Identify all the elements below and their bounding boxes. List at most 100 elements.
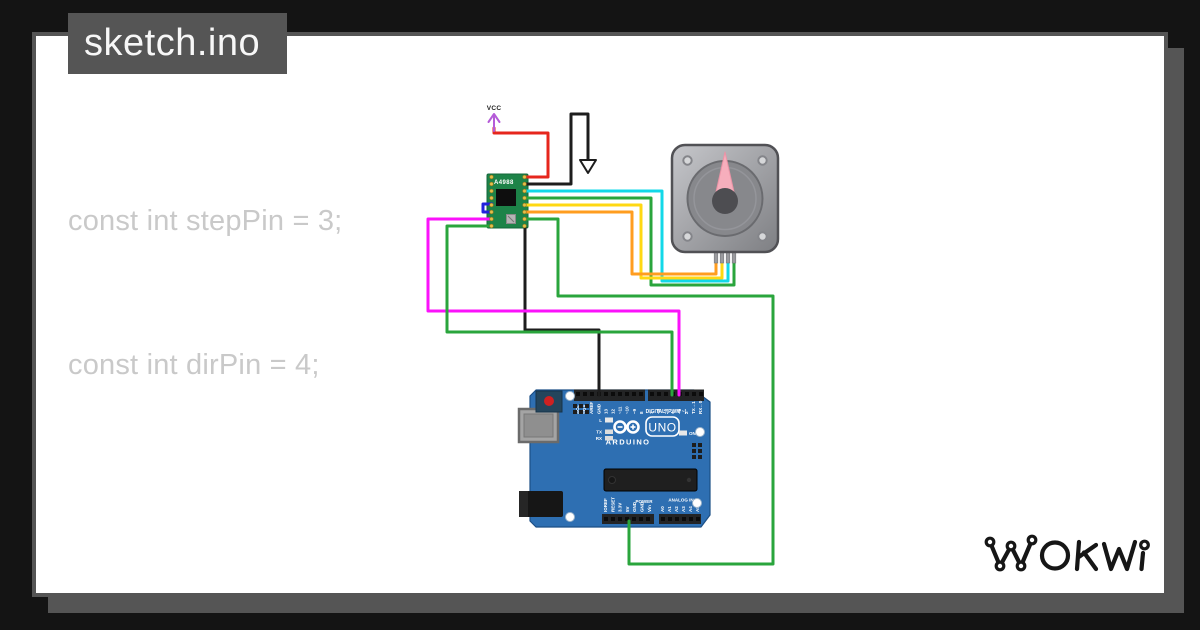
power-section-label: POWER	[635, 499, 653, 504]
svg-text:4: 4	[670, 411, 675, 414]
gnd-symbol-icon[interactable]	[579, 159, 597, 174]
svg-text:RESET: RESET	[610, 497, 615, 512]
svg-text:2: 2	[684, 411, 689, 414]
usb-connector-inner	[523, 413, 554, 438]
led-on	[679, 430, 687, 436]
pot-slot	[507, 215, 515, 223]
logo-o	[1039, 540, 1071, 571]
wire-vcc-red[interactable]	[492, 126, 550, 179]
arduino-brand-label: ARDUINO	[606, 438, 651, 447]
svg-text:A4: A4	[688, 506, 693, 512]
power-jack	[519, 491, 563, 517]
svg-text:TX→1: TX→1	[691, 401, 696, 414]
svg-text:A3: A3	[681, 506, 686, 512]
svg-text:~9: ~9	[632, 408, 637, 414]
svg-text:~5: ~5	[663, 408, 668, 414]
motor-screw-holes	[682, 155, 768, 242]
svg-text:~10: ~10	[625, 406, 630, 414]
wokwi-logo: WOKWI	[984, 534, 1150, 572]
svg-text:IOREF: IOREF	[603, 498, 608, 512]
atmega-chip	[603, 468, 698, 492]
wire-jumper-blue[interactable]	[481, 202, 494, 214]
svg-text:~6: ~6	[656, 408, 661, 414]
uno-badge	[645, 416, 680, 437]
led-tx-label: TX	[596, 430, 602, 435]
svg-text:GND: GND	[596, 403, 601, 414]
wire-gnd2-black[interactable]	[523, 225, 601, 397]
svg-text:~11: ~11	[618, 406, 623, 414]
wire-5v-green[interactable]	[523, 217, 775, 566]
sketch-file-name: sketch.ino	[84, 22, 261, 64]
wire-coil-orange[interactable]	[523, 210, 718, 276]
led-on-label: ON	[689, 431, 696, 436]
driver-label: A4988	[494, 180, 514, 186]
svg-text:13: 13	[603, 408, 608, 414]
code-line: const int dirPin = 4;	[68, 349, 320, 381]
a4988-driver-board[interactable]: A4988	[486, 173, 529, 229]
mounting-holes	[565, 391, 705, 522]
wire-step-magenta[interactable]	[426, 217, 681, 397]
led-l-label: L	[599, 418, 602, 423]
svg-text:SDA: SDA	[582, 404, 587, 414]
svg-text:12: 12	[611, 408, 616, 414]
svg-text:RX←0: RX←0	[698, 400, 703, 414]
svg-text:GND: GND	[632, 501, 637, 512]
svg-text:A1: A1	[667, 506, 672, 512]
vcc-arrow-icon	[487, 113, 501, 132]
arduino-uno-board[interactable]: SCL SDA AREF GND 13 12 ~11 ~10 ~9 8 7 ~6…	[517, 389, 711, 528]
svg-text:~3: ~3	[677, 408, 682, 414]
svg-text:A0: A0	[660, 506, 665, 512]
vcc-label: VCC	[487, 105, 502, 112]
reset-button[interactable]	[535, 390, 563, 413]
code-preview: const int stepPin = 3; const int dirPin …	[68, 101, 460, 593]
svg-text:A2: A2	[674, 506, 679, 512]
logo-w2	[1101, 539, 1138, 572]
bottom-pin-holes	[604, 517, 700, 521]
digital-header-right[interactable]	[648, 389, 704, 402]
icsp-header-top	[573, 404, 589, 414]
svg-text:7: 7	[649, 411, 654, 414]
logo-i	[1139, 550, 1146, 572]
stepper-motor[interactable]	[670, 143, 780, 264]
vcc-symbol[interactable]: VCC	[487, 105, 502, 132]
svg-text:3.3V: 3.3V	[618, 503, 623, 512]
svg-text:SCL: SCL	[575, 405, 580, 414]
digital-section-label: DIGITAL (PWM ~)	[646, 409, 687, 415]
svg-text:GND: GND	[640, 501, 645, 512]
driver-pins	[489, 174, 527, 229]
code-line: const int stepPin = 3;	[68, 205, 343, 237]
svg-text:8: 8	[639, 411, 644, 414]
led-rx	[605, 436, 613, 441]
svg-text:AREF: AREF	[589, 401, 594, 414]
chip-dot	[686, 477, 692, 483]
uno-model-label: UNO	[648, 421, 676, 435]
motor-shaft	[712, 188, 738, 214]
driver-chip	[496, 189, 516, 206]
led-rx-label: RX	[596, 436, 602, 441]
wires	[426, 112, 775, 566]
power-jack-cap	[519, 491, 528, 517]
wire-coil-green[interactable]	[523, 196, 736, 287]
power-analog-pin-labels: IOREF RESET 3.3V 5V GND GND Vin A0 A1 A2…	[603, 497, 700, 512]
svg-text:A5: A5	[695, 506, 700, 512]
chip-dimple	[608, 476, 616, 484]
icsp-header-side	[692, 443, 702, 459]
wire-coil-yellow[interactable]	[523, 203, 724, 280]
digital-pin-labels: SCL SDA AREF GND 13 12 ~11 ~10 ~9 8 7 ~6…	[575, 400, 703, 414]
wire-gnd-black[interactable]	[524, 112, 590, 186]
led-tx	[605, 429, 613, 434]
analog-header[interactable]	[659, 514, 701, 524]
led-l	[605, 417, 613, 423]
svg-text:5V: 5V	[625, 506, 630, 512]
analog-section-label: ANALOG IN	[668, 498, 693, 503]
logo-k	[1074, 539, 1099, 572]
wire-coil-cyan[interactable]	[523, 189, 730, 283]
svg-text:Vin: Vin	[647, 505, 652, 512]
arduino-infinity-icon	[613, 420, 640, 434]
logo-i-dot	[1139, 539, 1150, 551]
digital-header-left[interactable]	[574, 389, 645, 402]
wire-dir-green[interactable]	[445, 224, 674, 397]
sketch-file-tab: sketch.ino	[68, 13, 287, 74]
